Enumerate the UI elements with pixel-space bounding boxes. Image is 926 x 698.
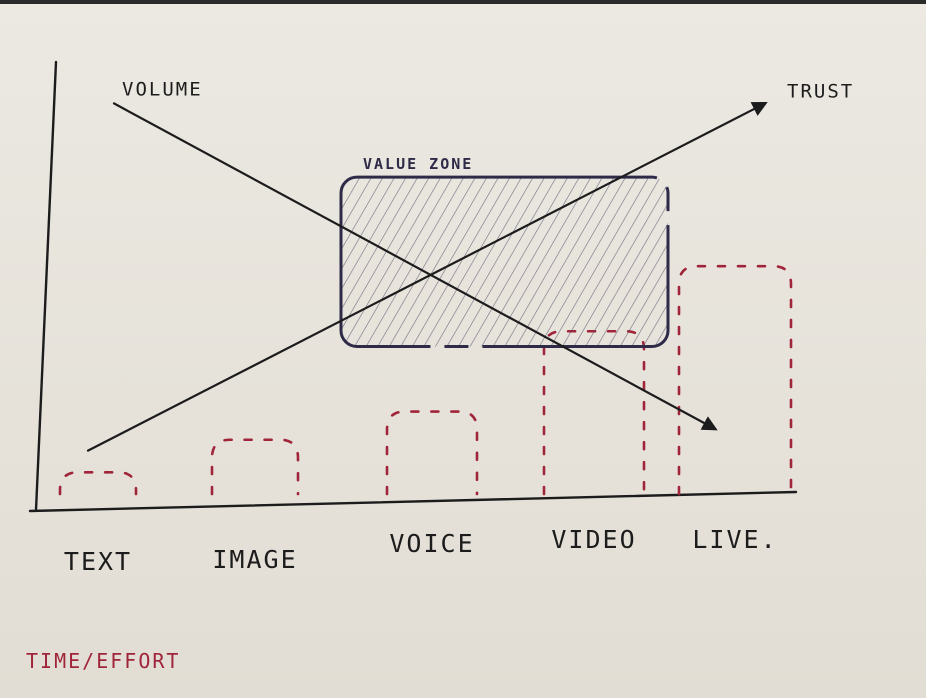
bar-voice <box>385 410 479 496</box>
trust-label: TRUST <box>787 80 854 102</box>
category-label-text: TEXT <box>64 547 132 576</box>
bar-image <box>210 438 300 496</box>
category-label-voice: VOICE <box>389 529 474 558</box>
category-label-live: LIVE. <box>692 525 777 554</box>
volume-line <box>112 102 718 431</box>
bar-video <box>542 329 646 496</box>
category-label-video: VIDEO <box>551 525 636 554</box>
scan-top-edge <box>0 0 926 4</box>
value-zone-label: VALUE ZONE <box>363 155 473 173</box>
value-zone: VALUE ZONE <box>339 155 670 348</box>
y-axis <box>34 60 58 512</box>
value-zone-box <box>339 175 670 348</box>
bar-live <box>677 264 793 496</box>
trust-line <box>86 101 768 452</box>
trend-lines: VOLUME TRUST <box>86 78 854 452</box>
volume-label: VOLUME <box>122 78 203 100</box>
x-axis <box>28 490 798 513</box>
category-label-image: IMAGE <box>212 545 297 574</box>
bar-text <box>58 471 138 496</box>
category-labels: TEXT IMAGE VOICE VIDEO LIVE. <box>64 525 777 576</box>
x-axis-label: TIME/EFFORT <box>26 649 180 673</box>
